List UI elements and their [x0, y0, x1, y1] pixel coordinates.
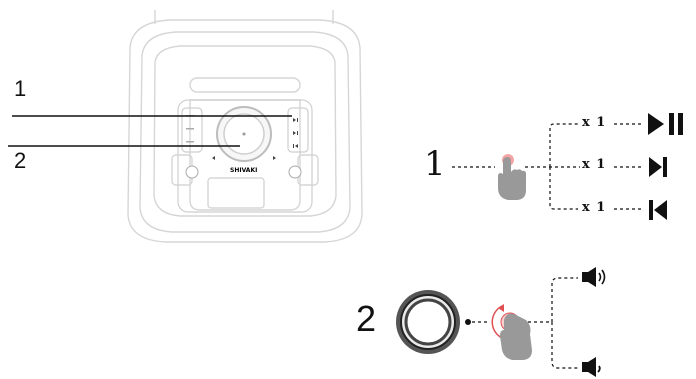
volume-down-icon: [582, 357, 601, 377]
press-count-play-pause: x 1: [582, 115, 607, 130]
diagram-2-graphic: [396, 277, 578, 369]
rotate-hand-icon: [491, 304, 532, 360]
volume-knob-icon: [396, 290, 460, 354]
previous-track-icon: [649, 200, 667, 220]
speaker-illustration: SHIVAKI: [127, 10, 363, 243]
press-count-previous: x 1: [582, 200, 607, 215]
speaker-brand: SHIVAKI: [230, 167, 257, 174]
press-count-next: x 1: [582, 157, 607, 172]
callout-label-2: 2: [14, 148, 27, 173]
diagram-2-number: 2: [356, 298, 377, 339]
volume-up-icon: [582, 267, 606, 287]
diagram-1-number: 1: [424, 144, 446, 184]
callout-lines: [8, 115, 292, 147]
play-pause-icon: [648, 113, 683, 135]
tap-hand-icon: [498, 154, 526, 200]
callout-label-1: 1: [14, 76, 27, 101]
diagram-1-lines: [452, 123, 644, 210]
next-track-icon: [649, 157, 667, 177]
